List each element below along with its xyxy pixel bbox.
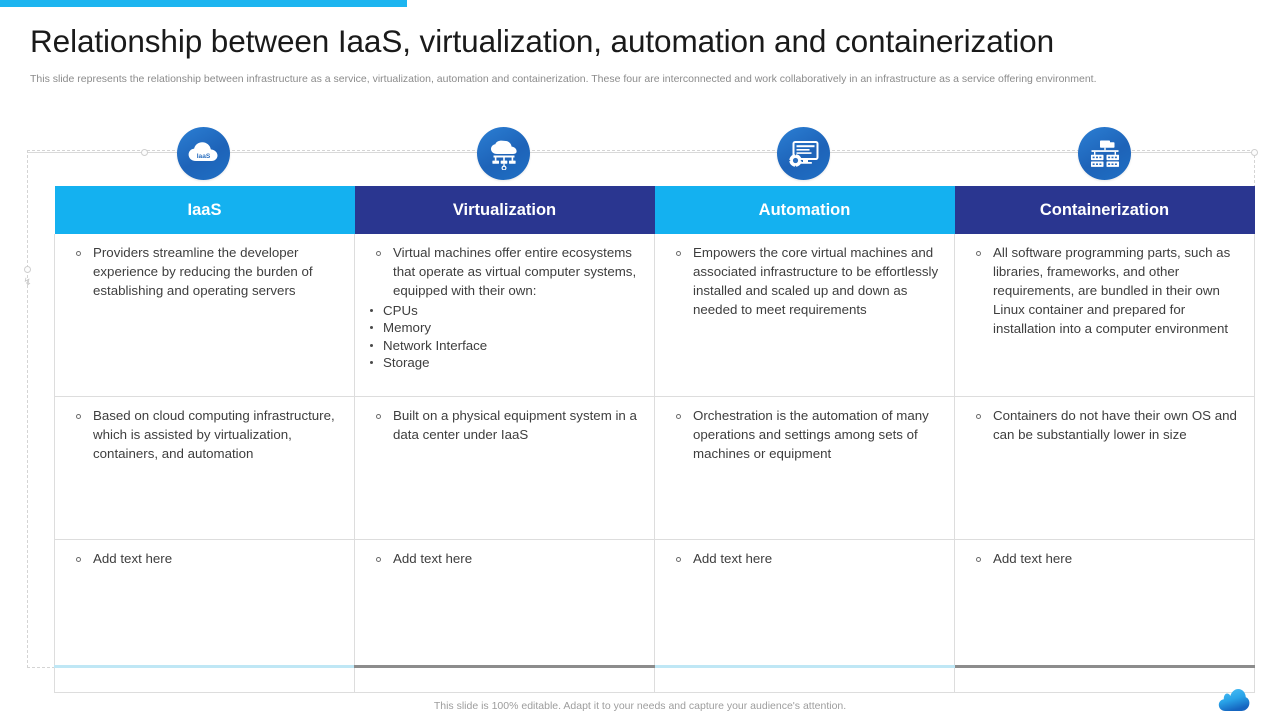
table-row: Based on cloud computing infrastructure,… xyxy=(54,396,1255,540)
list-item: Add text here xyxy=(665,550,944,569)
strip-segment-4 xyxy=(954,665,1255,668)
list-item: Add text here xyxy=(365,550,644,569)
table-cell[interactable]: Add text here xyxy=(654,539,955,693)
strip-segment-3 xyxy=(654,665,955,668)
list-item: Built on a physical equipment system in … xyxy=(365,407,644,445)
table-row: Add text here Add text here Add text her… xyxy=(54,539,1255,693)
footer-note: This slide is 100% editable. Adapt it to… xyxy=(433,700,847,712)
comparison-table: IaaS Virtualization Automation Container… xyxy=(54,186,1255,693)
table-cell[interactable]: Virtual machines offer entire ecosystems… xyxy=(354,234,655,397)
strip-segment-1 xyxy=(54,665,355,668)
list-item: Virtual machines offer entire ecosystems… xyxy=(365,244,644,301)
list-item: Based on cloud computing infrastructure,… xyxy=(65,407,344,464)
table-row: Providers streamline the developer exper… xyxy=(54,234,1255,397)
list-item: Add text here xyxy=(965,550,1244,569)
selection-handle-left[interactable] xyxy=(141,149,148,156)
sub-list-item: Storage xyxy=(365,354,644,372)
list-item: Providers streamline the developer exper… xyxy=(65,244,344,301)
page-title: Relationship between IaaS, virtualizatio… xyxy=(30,23,1054,59)
top-accent-bar xyxy=(0,0,407,7)
table-cell[interactable]: Add text here xyxy=(54,539,355,693)
table-cell[interactable]: Containers do not have their own OS and … xyxy=(954,396,1255,540)
table-cell[interactable]: Add text here xyxy=(954,539,1255,693)
list-item: Add text here xyxy=(65,550,344,569)
cloud-virtualization-network-icon xyxy=(477,127,530,180)
brand-cloud-logo-icon xyxy=(1218,687,1250,713)
table-cell[interactable]: Providers streamline the developer exper… xyxy=(54,234,355,397)
svg-text:IaaS: IaaS xyxy=(196,153,210,160)
table-cell[interactable]: Empowers the core virtual machines and a… xyxy=(654,234,955,397)
page-subtitle: This slide represents the relationship b… xyxy=(30,73,1097,85)
list-item: Empowers the core virtual machines and a… xyxy=(665,244,944,320)
containers-stack-icon xyxy=(1078,127,1131,180)
sub-list-item: Memory xyxy=(365,319,644,337)
table-header-virtualization[interactable]: Virtualization xyxy=(354,186,655,234)
list-item: All software programming parts, such as … xyxy=(965,244,1244,338)
sub-list-item: Network Interface xyxy=(365,337,644,355)
table-cell[interactable]: All software programming parts, such as … xyxy=(954,234,1255,397)
table-header-row: IaaS Virtualization Automation Container… xyxy=(54,186,1255,234)
selection-handle-right[interactable] xyxy=(1251,149,1258,156)
table-header-iaas[interactable]: IaaS xyxy=(54,186,355,234)
cloud-iaas-icon: IaaS xyxy=(177,127,230,180)
monitor-gear-automation-icon xyxy=(777,127,830,180)
selection-guide-line xyxy=(27,152,1255,153)
list-item: Containers do not have their own OS and … xyxy=(965,407,1244,445)
table-header-automation[interactable]: Automation xyxy=(654,186,955,234)
table-cell[interactable]: Built on a physical equipment system in … xyxy=(354,396,655,540)
selection-handle-middle-left[interactable] xyxy=(24,266,31,273)
strip-segment-2 xyxy=(354,665,655,668)
list-item: Orchestration is the automation of many … xyxy=(665,407,944,464)
table-cell[interactable]: Orchestration is the automation of many … xyxy=(654,396,955,540)
table-header-containerization[interactable]: Containerization xyxy=(954,186,1255,234)
table-bottom-accent-strip xyxy=(54,665,1255,668)
selection-rotate-handle[interactable]: ↯ xyxy=(23,277,32,288)
table-cell[interactable]: Based on cloud computing infrastructure,… xyxy=(54,396,355,540)
table-cell[interactable]: Add text here xyxy=(354,539,655,693)
sub-list-item: CPUs xyxy=(365,302,644,320)
